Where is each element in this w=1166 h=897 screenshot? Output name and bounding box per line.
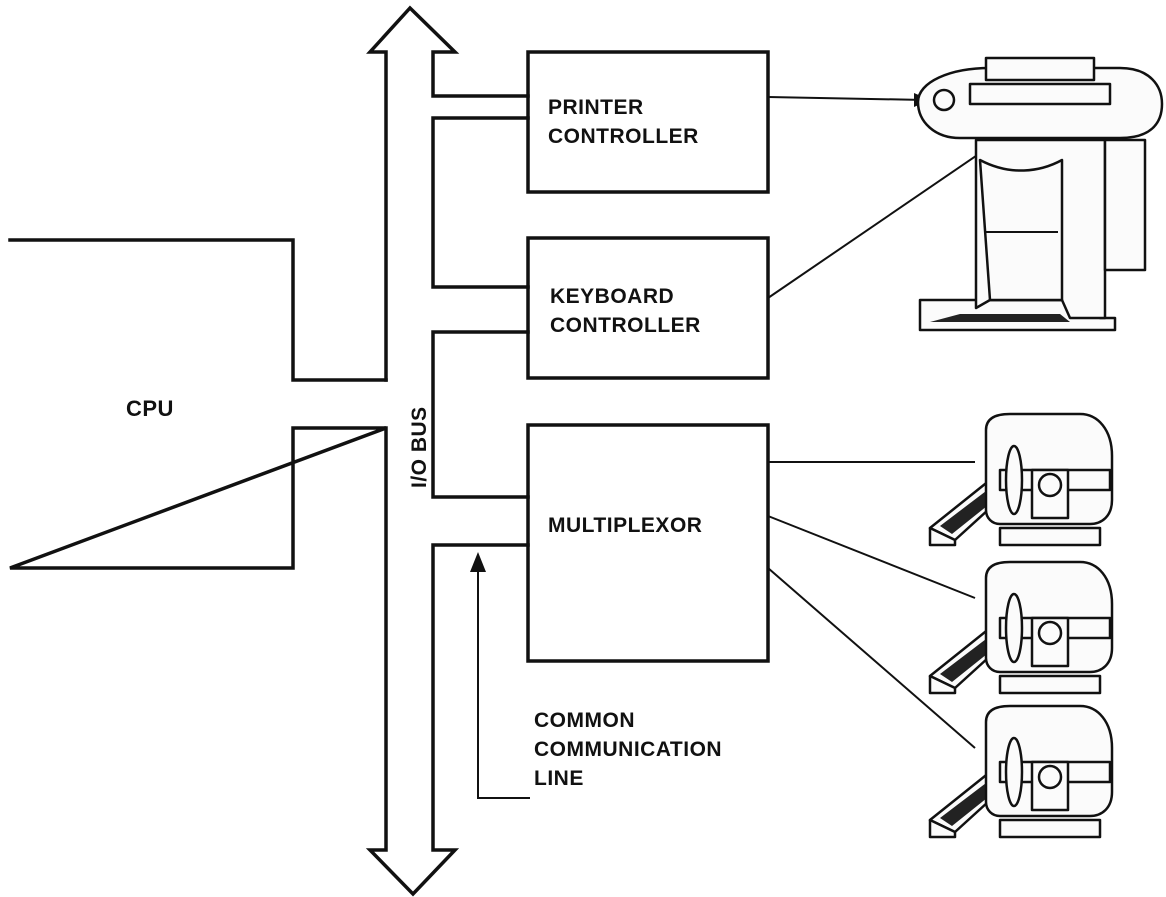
video-terminal-icon	[928, 560, 1114, 695]
io-bus-arrow: I/O BUS	[365, 5, 530, 897]
keyboard-controller-label-line1: KEYBOARD	[550, 285, 674, 308]
common-line-label-line1: COMMON	[534, 709, 635, 732]
cpu-box: CPU	[8, 238, 388, 570]
printer-controller-label-line2: CONTROLLER	[548, 125, 699, 148]
multiplexor-box: MULTIPLEXOR	[526, 423, 770, 663]
common-line-pointer: COMMON COMMUNICATION LINE	[470, 552, 722, 799]
common-line-label-line3: LINE	[534, 767, 584, 790]
video-terminal-icon	[928, 412, 1114, 547]
multiplexor-label: MULTIPLEXOR	[548, 514, 702, 537]
printer-terminal-icon	[916, 56, 1164, 332]
keyboard-controller-label-line2: CONTROLLER	[550, 314, 701, 337]
io-bus-label: I/O BUS	[408, 406, 431, 488]
cpu-label: CPU	[126, 396, 174, 421]
printer-controller-box: PRINTER CONTROLLER	[526, 50, 770, 194]
keyboard-controller-box: KEYBOARD CONTROLLER	[526, 236, 770, 380]
common-line-label-line2: COMMUNICATION	[534, 738, 722, 761]
device-connections	[767, 93, 1056, 749]
video-terminal-icon	[928, 704, 1114, 839]
printer-controller-label-line1: PRINTER	[548, 96, 644, 119]
